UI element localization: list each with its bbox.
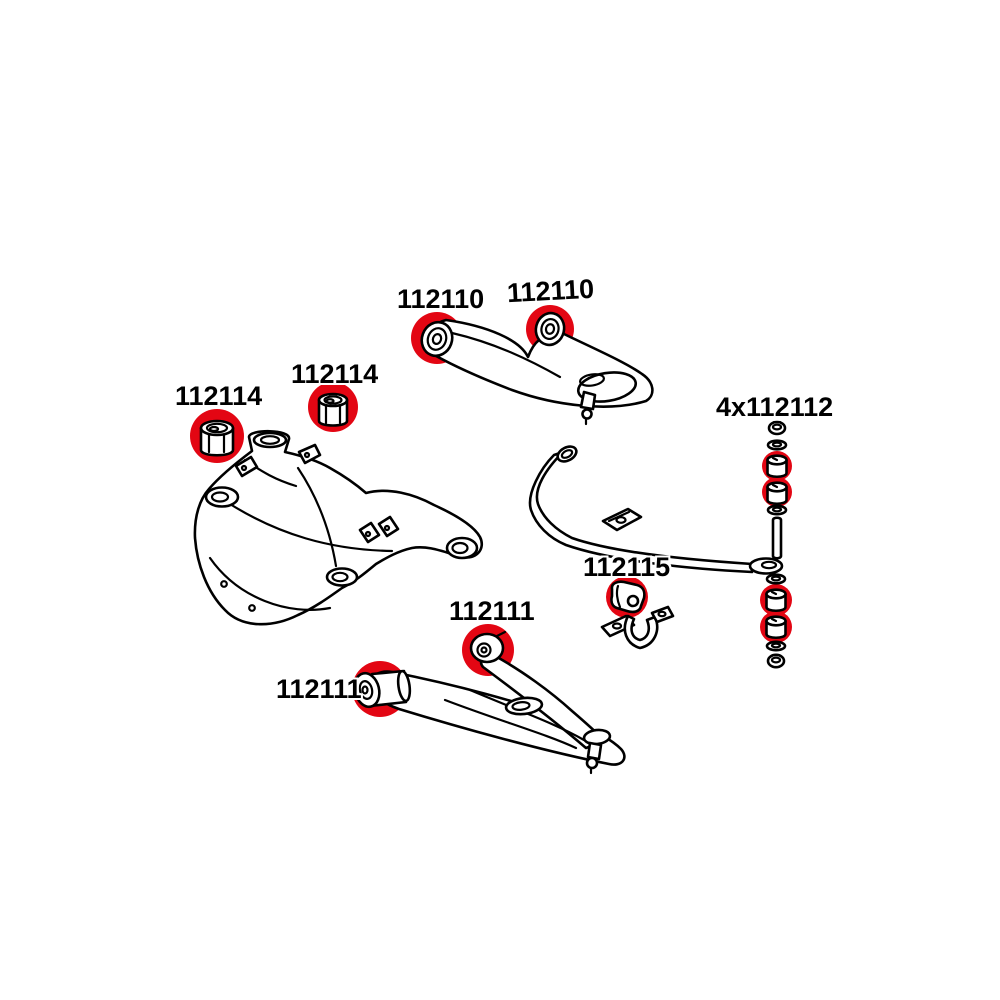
anti-roll-bar-end-link bbox=[765, 420, 788, 669]
part-label-112111-front: 112111 bbox=[276, 674, 362, 704]
link-bushing-2 bbox=[766, 481, 788, 506]
part-label-112111-rear: 112111 bbox=[449, 596, 535, 626]
lower-arm-front-bushing bbox=[353, 669, 412, 709]
lower-arm-rear-bushing bbox=[469, 630, 507, 664]
lower-arm-ball-joint bbox=[582, 728, 612, 775]
subframe-bushing-right bbox=[317, 392, 349, 427]
subframe-crossmember bbox=[193, 392, 483, 626]
swaybar-clamp-bracket bbox=[600, 605, 675, 650]
part-label-112110-right: 112110 bbox=[506, 273, 595, 309]
swaybar-flag-bracket bbox=[601, 507, 643, 532]
part-label-112114-right: 112114 bbox=[291, 359, 379, 389]
link-bushing-1 bbox=[766, 454, 788, 479]
upper-control-arm bbox=[420, 311, 654, 426]
upper-arm-bushing-right bbox=[534, 311, 566, 347]
ball-joint-stud bbox=[579, 390, 597, 411]
swaybar-bushing bbox=[610, 580, 646, 614]
upper-arm-bushing-left bbox=[420, 320, 454, 358]
swaybar-eye-end bbox=[748, 557, 784, 575]
part-label-112114-left: 112114 bbox=[175, 381, 263, 411]
anti-roll-bar bbox=[528, 445, 784, 650]
subframe-bushing-left bbox=[199, 419, 235, 457]
link-bolt-pin bbox=[771, 516, 783, 560]
part-label-4x112112: 4x112112 bbox=[716, 392, 834, 422]
link-bushing-3 bbox=[765, 588, 787, 613]
part-label-112110-left: 112110 bbox=[397, 284, 485, 314]
lower-control-arm bbox=[353, 630, 626, 775]
link-bushing-4 bbox=[765, 615, 787, 640]
part-label-112115: 112115 bbox=[583, 552, 671, 582]
